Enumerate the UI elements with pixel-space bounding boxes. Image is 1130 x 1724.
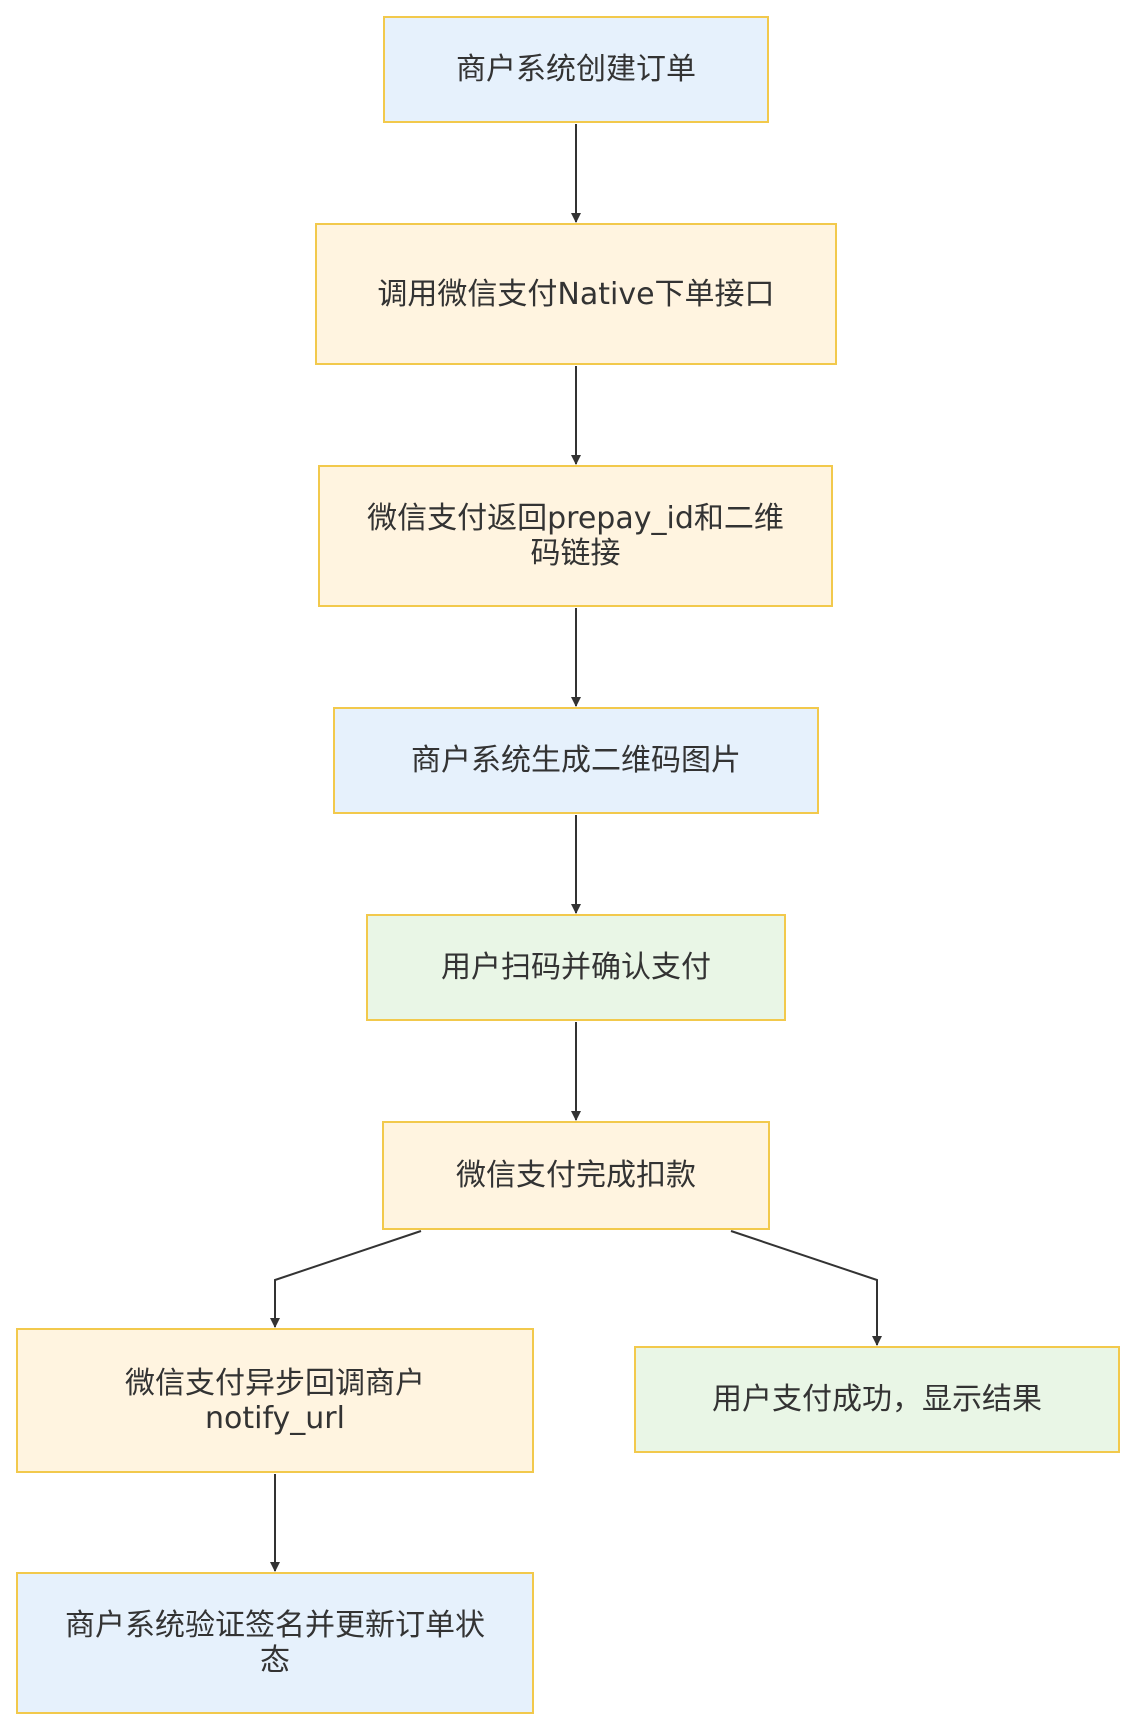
node-payment-deduct: 微信支付完成扣款 [382, 1121, 770, 1230]
node-generate-qrcode: 商户系统生成二维码图片 [333, 707, 819, 814]
node-call-native-api: 调用微信支付Native下单接口 [315, 223, 837, 365]
edge-n6-n7 [270, 1230, 422, 1328]
node-user-scan-confirm: 用户扫码并确认支付 [366, 914, 786, 1021]
node-label: 用户扫码并确认支付 [441, 950, 711, 985]
node-user-success: 用户支付成功，显示结果 [634, 1346, 1120, 1453]
node-label: 微信支付异步回调商户notify_url [125, 1365, 425, 1436]
node-create-order: 商户系统创建订单 [383, 16, 769, 123]
node-label: 微信支付返回prepay_id和二维码链接 [367, 501, 784, 571]
node-label: 用户支付成功，显示结果 [712, 1382, 1042, 1417]
node-verify-signature: 商户系统验证签名并更新订单状态 [16, 1572, 534, 1714]
node-label: 微信支付完成扣款 [456, 1158, 696, 1193]
node-label: 商户系统创建订单 [456, 52, 696, 87]
edge-n6-n8 [730, 1230, 882, 1346]
node-return-prepay-id: 微信支付返回prepay_id和二维码链接 [318, 465, 833, 607]
node-label: 商户系统验证签名并更新订单状态 [65, 1608, 485, 1678]
node-label: 调用微信支付Native下单接口 [377, 276, 775, 312]
node-label: 商户系统生成二维码图片 [411, 743, 741, 778]
node-async-notify: 微信支付异步回调商户notify_url [16, 1328, 534, 1473]
